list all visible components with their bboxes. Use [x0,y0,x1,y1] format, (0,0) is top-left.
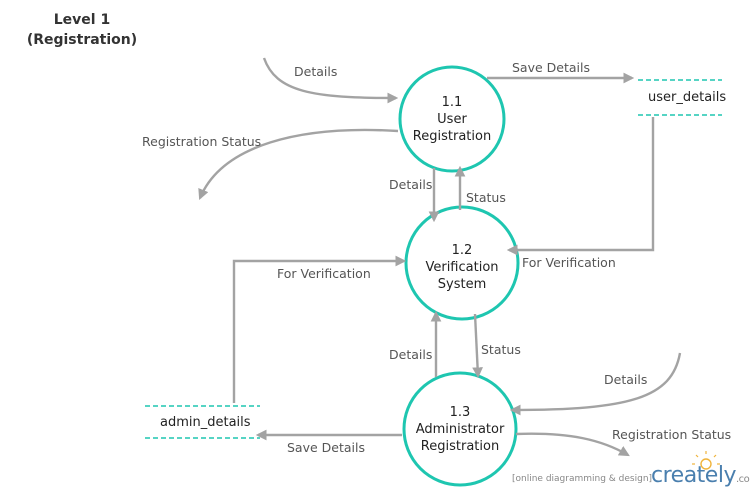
process-1-2-line1: Verification [425,260,499,275]
flow-label-save-details-top: Save Details [512,60,590,75]
process-1-2-text: 1.2 Verification System [406,242,518,293]
flow-label-registration-status-bottom: Registration Status [612,427,732,442]
flow-for-verification-from-user-store [506,117,655,256]
process-1-3-text: 1.3 Administrator Registration [402,404,518,455]
flow-label-status-12-11: Status [466,190,506,205]
process-1-1-line1: User [437,112,467,127]
process-1-1-circle[interactable] [398,65,506,173]
flow-label-details-in-top: Details [294,64,338,79]
flow-status-12-to-13 [472,313,483,379]
process-1-3-id: 1.3 [449,405,471,420]
creately-brand-suffix: .com [735,474,750,485]
process-1-3-circle[interactable] [402,371,518,487]
creately-logo-icon [692,451,720,470]
process-1-2-line2: System [437,277,487,292]
flow-label-for-verification-left: For Verification [277,266,371,281]
flow-label-status-12-13: Status [481,342,521,357]
creately-brand-name: creately [651,463,736,488]
footer-tagline: [online diagramming & design] [512,474,653,484]
flow-label-details-11-12: Details [389,177,433,192]
flow-registration-status-top [198,128,399,200]
process-1-1-line2: Registration [412,129,492,144]
process-1-1-text: 1.1 User Registration [400,94,504,145]
flow-details-in-top [262,57,399,104]
flow-label-save-details-bottom: Save Details [287,440,365,455]
diagram-title: Level 1 (Registration) [22,10,142,50]
process-1-3-line1: Administrator [415,422,505,437]
flow-for-verification-from-admin-store [232,255,407,403]
flow-registration-status-bottom [515,432,630,457]
flow-label-for-verification-right: For Verification [522,255,616,270]
diagram-title-line1: Level 1 [53,12,111,28]
process-1-2-id: 1.2 [451,243,473,258]
creately-brand[interactable]: creately.com [651,463,750,488]
flow-label-registration-status-top: Registration Status [142,134,262,149]
user-details-store-label: user_details [648,90,727,105]
admin-details-store-label: admin_details [160,415,251,430]
process-1-3-line2: Registration [420,439,500,454]
diagram-title-line2: (Registration) [26,32,138,48]
process-1-1-id: 1.1 [441,95,463,110]
flow-details-in-bottom [509,352,682,416]
flow-label-details-13-12: Details [389,347,433,362]
flow-label-details-in-bottom: Details [604,372,648,387]
